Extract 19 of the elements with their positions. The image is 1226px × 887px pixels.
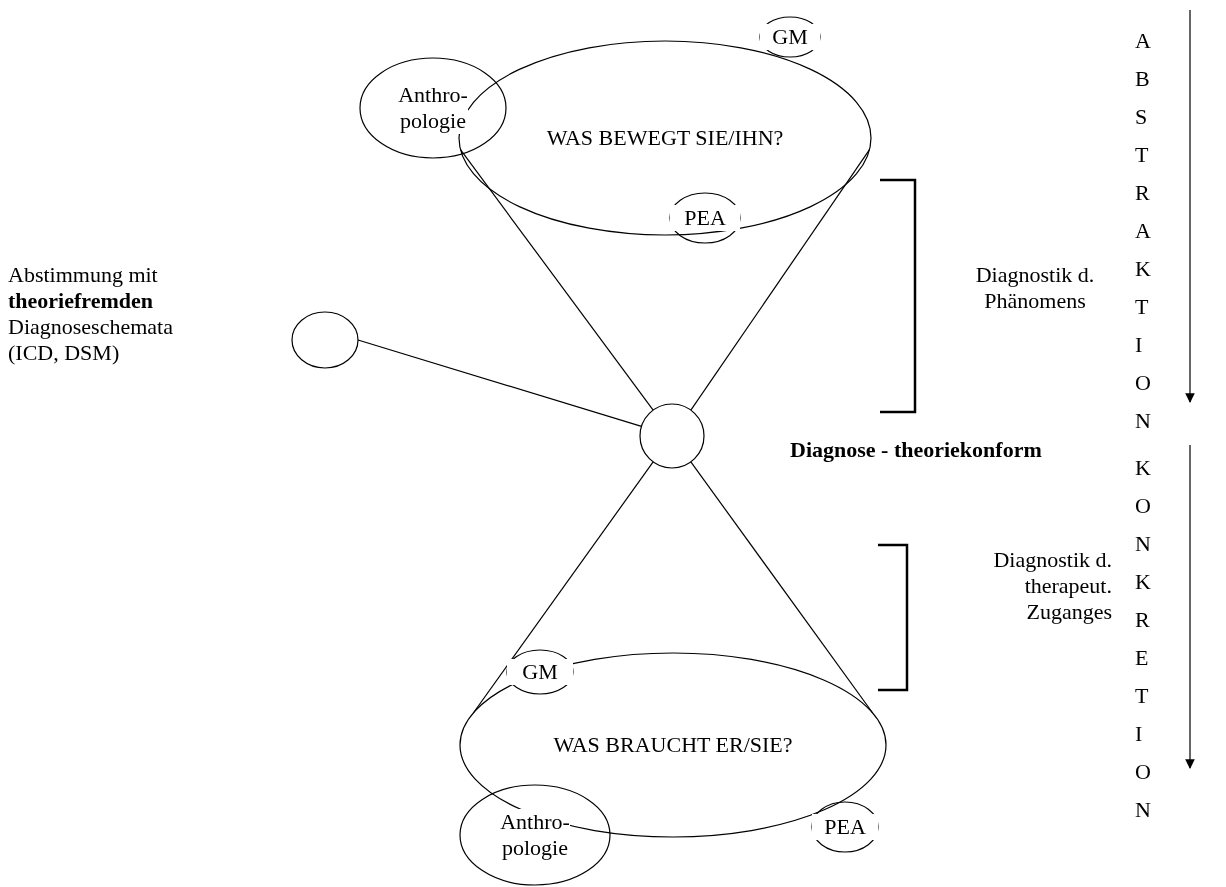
topic-oval: GM: [507, 650, 573, 694]
line: [690, 149, 871, 411]
topic-oval: PEA: [670, 193, 740, 243]
bracket-label: Diagnostik d. therapeut. Zuganges: [992, 547, 1112, 625]
empty-circle: [292, 312, 358, 368]
line: [459, 149, 654, 411]
axis-word: KONKRETION: [1135, 454, 1152, 824]
line: [690, 461, 874, 714]
topic-oval: Anthro- pologie: [360, 58, 506, 158]
bracket-label: Diagnostik d. Phänomens: [974, 262, 1096, 314]
topic-oval: GM: [760, 17, 820, 57]
line: [472, 461, 654, 714]
empty-circle: [640, 404, 704, 468]
diagnosis-heading: Diagnose - theoriekonform: [790, 437, 1043, 463]
topic-oval: PEA: [812, 802, 878, 852]
note-text: Abstimmung mit theoriefremden Diagnoseschemata (ICD, DSM): [8, 262, 174, 366]
line: [357, 339, 643, 427]
topic-oval: Anthro- pologie: [460, 785, 610, 885]
axis-word: ABSTRAKTION: [1135, 27, 1152, 435]
